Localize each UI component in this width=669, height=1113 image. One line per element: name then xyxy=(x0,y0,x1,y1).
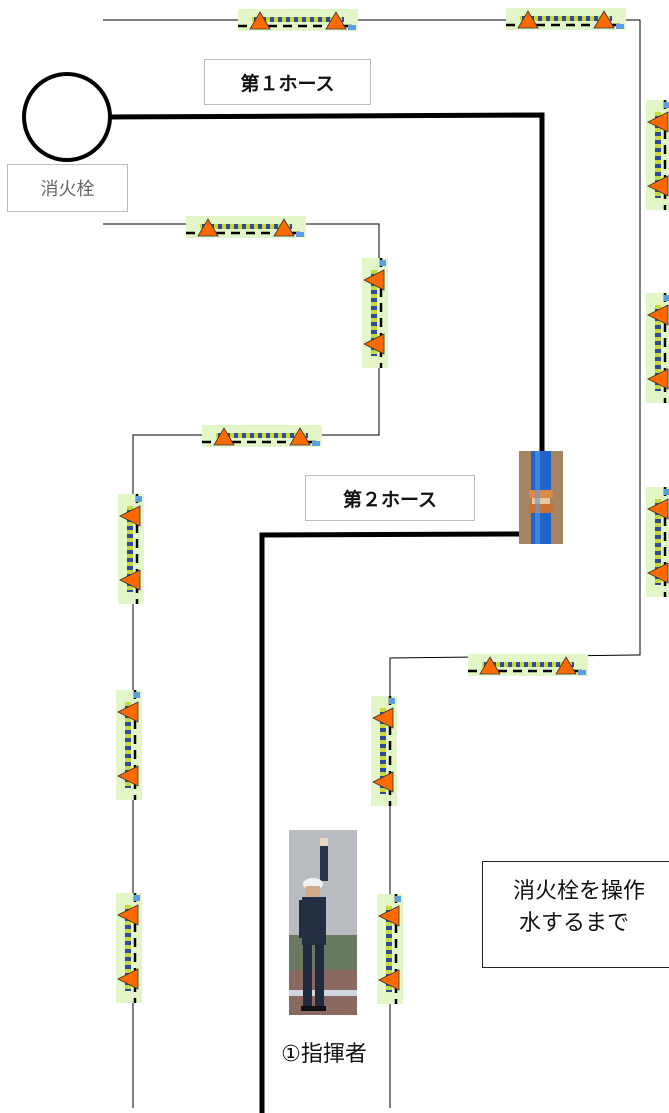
cone-barrier-icon xyxy=(644,98,669,212)
cone-barrier-icon xyxy=(114,688,144,802)
hydrant-label: 消火栓 xyxy=(7,164,128,212)
hose-1-line xyxy=(108,112,545,452)
cone-barrier-icon xyxy=(184,214,308,240)
cone-barrier-icon xyxy=(360,256,390,370)
cone-barrier-icon xyxy=(644,485,669,599)
commander-label: ①指揮者 xyxy=(281,1042,367,1067)
cone-barrier-icon xyxy=(466,652,590,678)
cone-barrier-icon xyxy=(114,891,144,1005)
cone-barrier-icon xyxy=(369,694,399,808)
cone-barrier-icon xyxy=(116,492,146,606)
hydrant-circle-icon xyxy=(22,72,112,162)
cone-barrier-icon xyxy=(200,423,324,449)
instruction-note-line-1: 消火栓を操作 xyxy=(513,879,646,904)
commander-signaling-photo xyxy=(289,830,357,1015)
hose-2-line xyxy=(259,531,524,1113)
hose-1-label: 第１ホース xyxy=(204,59,371,105)
instruction-note-line-2: 水するまで xyxy=(519,911,630,936)
hose-coupling-photo xyxy=(519,451,563,544)
cone-barrier-icon xyxy=(504,6,628,32)
cone-barrier-icon xyxy=(236,7,360,33)
instruction-note: 消火栓を操作 水するまで xyxy=(482,861,669,968)
cone-barrier-icon xyxy=(375,892,405,1006)
hose-lines xyxy=(108,112,545,1113)
hose-2-label: 第２ホース xyxy=(305,475,475,521)
cone-barrier-icon xyxy=(644,291,669,405)
